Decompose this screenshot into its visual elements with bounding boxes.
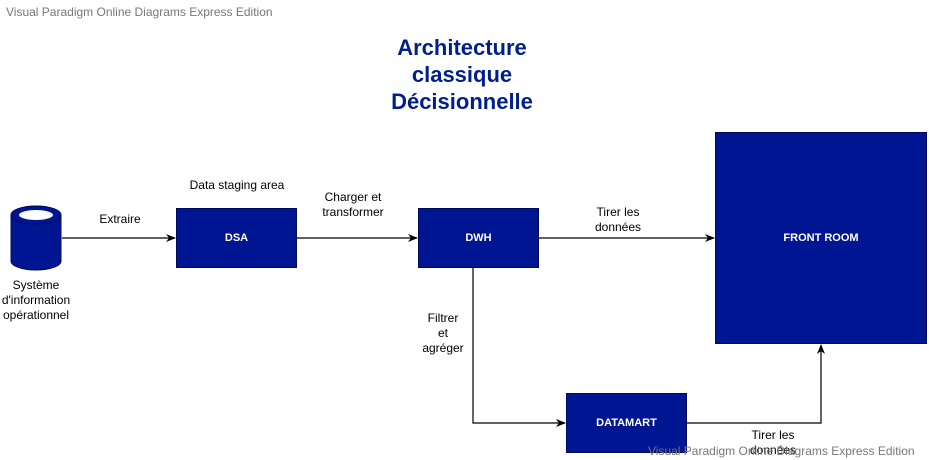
tirer-donnees-label-top: Tirer les données (580, 205, 656, 235)
charger-line-1: Charger et (324, 190, 382, 204)
source-label-line-1: Système (12, 278, 60, 292)
front-room-node-label: FRONT ROOM (783, 232, 859, 244)
watermark-bottom: Visual Paradigm Online Diagrams Express … (648, 444, 915, 458)
title-line-2: classique (411, 62, 513, 87)
front-room-node[interactable]: FRONT ROOM (715, 132, 927, 344)
database-icon[interactable] (10, 205, 62, 271)
tirer-bottom-line-2: données (749, 443, 797, 457)
tirer-top-line-1: Tirer les (596, 205, 640, 219)
source-label-line-2: d'information (1, 293, 71, 307)
dsa-node[interactable]: DSA (176, 208, 297, 268)
charger-transformer-label: Charger et transformer (312, 190, 394, 220)
arrow-dwh-to-datamart (472, 268, 566, 427)
title-line-1: Architecture (397, 35, 527, 60)
filtrer-line-2: et (437, 326, 448, 340)
datamart-node-label: DATAMART (596, 417, 657, 429)
filtrer-line-1: Filtrer (427, 311, 459, 325)
datamart-node[interactable]: DATAMART (566, 393, 687, 453)
dsa-node-label: DSA (224, 232, 249, 244)
diagram-title: Architecture classique Décisionnelle (322, 34, 602, 115)
watermark-top: Visual Paradigm Online Diagrams Express … (6, 5, 273, 19)
dwh-node[interactable]: DWH (418, 208, 539, 268)
source-system-label: Système d'information opérationnel (0, 278, 72, 323)
filtrer-agreger-label: Filtrer et agréger (413, 311, 473, 356)
filtrer-line-3: agréger (422, 341, 464, 355)
source-label-line-3: opérationnel (2, 308, 70, 322)
arrow-datamart-to-front-room (687, 344, 825, 424)
tirer-bottom-line-1: Tirer les (751, 428, 795, 442)
tirer-top-line-2: données (594, 220, 642, 234)
charger-line-2: transformer (322, 205, 384, 219)
extraire-label: Extraire (99, 212, 141, 226)
staging-area-label: Data staging area (189, 178, 285, 192)
title-line-3: Décisionnelle (391, 89, 533, 114)
dwh-node-label: DWH (465, 232, 492, 244)
tirer-donnees-label-bottom: Tirer les données (735, 428, 811, 458)
